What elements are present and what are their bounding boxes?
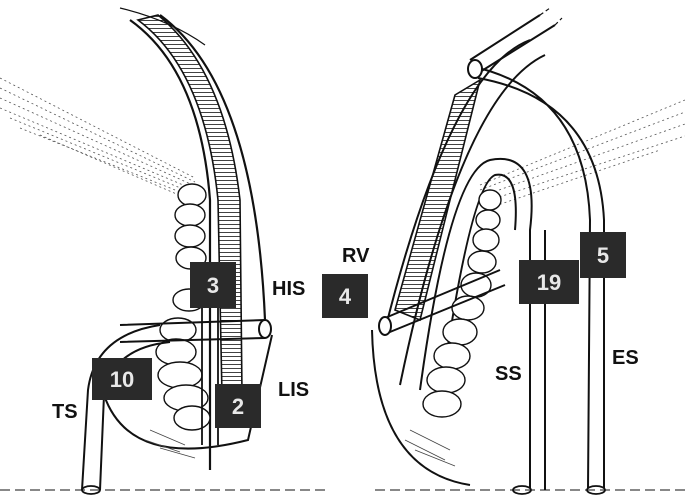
label-lis: LIS <box>278 379 309 401</box>
his-tube <box>119 319 266 343</box>
label-es: ES <box>612 347 639 369</box>
svg-text:4: 4 <box>339 284 352 309</box>
badge-2: 2 <box>215 384 261 428</box>
svg-text:5: 5 <box>597 243 609 268</box>
badge-4: 4 <box>322 274 368 318</box>
svg-text:10: 10 <box>110 367 134 392</box>
badge-10: 10 <box>92 358 152 400</box>
left-gland <box>155 183 211 431</box>
svg-text:2: 2 <box>232 394 244 419</box>
right-gland <box>422 189 502 418</box>
label-ss: SS <box>495 363 522 385</box>
rv-tube <box>384 269 506 335</box>
label-ts: TS <box>52 401 78 423</box>
svg-text:3: 3 <box>207 273 219 298</box>
right-rays <box>479 99 685 207</box>
badge-3: 3 <box>190 262 236 308</box>
svg-text:19: 19 <box>537 270 561 295</box>
label-rv: RV <box>342 245 370 267</box>
left-outer-tube <box>129 19 212 470</box>
right-shading <box>404 429 456 467</box>
left-shading <box>144 429 196 459</box>
left-rays <box>0 77 196 203</box>
badge-5: 5 <box>580 232 626 278</box>
right-figure <box>371 7 685 495</box>
left-figure <box>0 7 330 495</box>
right-hatched-band <box>394 78 482 322</box>
right-bowl <box>371 329 471 486</box>
badge-19: 19 <box>519 260 579 304</box>
label-his: HIS <box>272 278 305 300</box>
